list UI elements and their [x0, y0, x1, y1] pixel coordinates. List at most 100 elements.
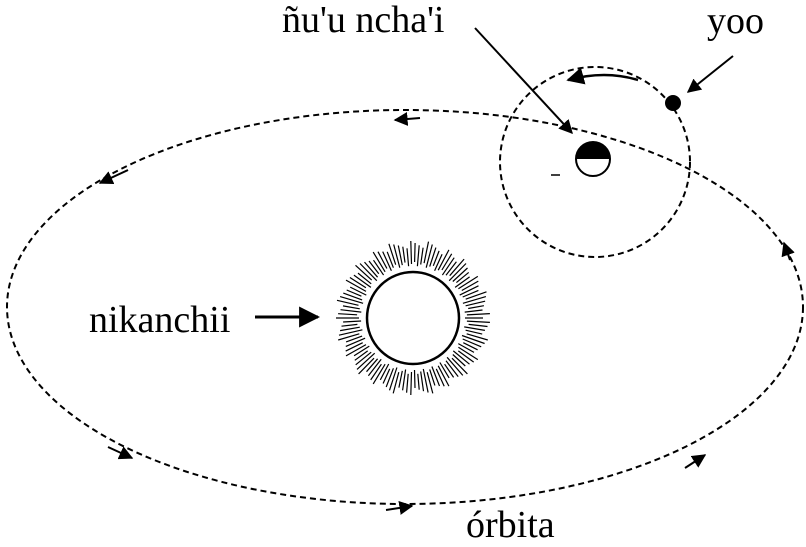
sun-ray [406, 373, 409, 393]
sun-ray [452, 350, 470, 365]
sun-ray [456, 271, 470, 284]
sun-ray [402, 369, 407, 391]
sun-ray [382, 251, 392, 271]
sun-ray [345, 344, 367, 357]
sun-ray [452, 267, 468, 282]
sun-ray [439, 362, 450, 379]
sun-ray [356, 352, 376, 370]
orbit-label: órbita [466, 504, 555, 546]
sun-ray [353, 345, 370, 357]
sun-ray [355, 351, 372, 366]
sun-icon [336, 240, 490, 396]
sun-ray [441, 253, 453, 271]
sun-ray [422, 368, 429, 393]
sun-ray [410, 240, 413, 265]
sun-ray [417, 373, 420, 390]
sun-ray [454, 276, 470, 288]
sun-ray [437, 365, 450, 387]
direction-arrow [393, 112, 421, 126]
moon-label: yoo [707, 0, 764, 42]
sun-ray [373, 259, 385, 276]
sun-ray [462, 338, 482, 348]
sun-ray [466, 333, 488, 341]
sun-ray [338, 333, 360, 341]
sun-ray [341, 323, 358, 327]
sun-ray [464, 326, 486, 331]
sun-ray [366, 358, 379, 373]
moon-pointer-arrow [686, 55, 734, 93]
sun-ray [414, 242, 416, 263]
sun-ray [345, 342, 363, 352]
sun-ray [398, 370, 403, 388]
sun-ray [429, 369, 436, 386]
sun-ray [345, 279, 367, 292]
earth-icon [551, 141, 611, 177]
sun-ray [349, 276, 367, 289]
sun-ray [434, 254, 443, 271]
sun-ray [388, 367, 398, 391]
sun-ray [432, 250, 440, 267]
sun-ray [462, 296, 487, 304]
sun-ray [406, 248, 410, 267]
sun-ray [346, 289, 362, 297]
moon-orbit-path [499, 66, 691, 258]
sun-ray [338, 313, 358, 316]
sun-ray [343, 292, 363, 301]
sun-ray [339, 326, 360, 332]
sun-ray [444, 363, 455, 378]
sun-ray [461, 280, 479, 292]
moon-icon [665, 95, 681, 111]
sun-ray [458, 343, 475, 353]
sun-ray [388, 243, 397, 265]
direction-arrow [684, 454, 707, 469]
sun-ray [441, 257, 455, 276]
sun-ray [423, 241, 430, 264]
sun-ray [448, 263, 467, 282]
sun-ray [372, 363, 386, 385]
sun-label: nikanchii [89, 299, 230, 341]
sun-ray [358, 357, 375, 375]
sun-ray [386, 251, 394, 268]
sun-ray [446, 356, 464, 376]
sun-ray [413, 369, 416, 389]
sun-ray [459, 285, 479, 296]
sun-ray [359, 263, 378, 282]
sun-ray [452, 354, 466, 367]
sun-ray [416, 245, 420, 267]
sun-ray [379, 363, 390, 381]
orbit-direction-arrows [98, 112, 795, 515]
sun-ray [385, 368, 394, 388]
sun-disc [365, 270, 461, 366]
sun-ray [336, 299, 359, 306]
sun-ray [382, 368, 391, 384]
sun-ray [343, 320, 362, 323]
sun-ray [397, 245, 403, 266]
sun-ray [345, 337, 366, 347]
sun-ray [429, 247, 437, 267]
sun-ray [466, 320, 490, 323]
sun-ray [464, 309, 483, 313]
sun-ray [367, 358, 382, 377]
sun-ray [410, 371, 413, 396]
sun-ray [340, 309, 362, 313]
sun-ray [345, 335, 363, 343]
sun-ray [466, 313, 490, 316]
sun-ray [458, 346, 479, 361]
sun-ray [349, 286, 367, 296]
sun-ray [451, 357, 468, 375]
earth-label: ñu'u ncha'i [282, 0, 444, 41]
sun-ray [426, 372, 434, 394]
direction-arrow [781, 241, 795, 261]
sun-ray [457, 350, 475, 363]
sun-ray [465, 291, 487, 300]
earth-pointer-arrow [474, 27, 573, 135]
sun-ray [462, 289, 479, 298]
direction-arrow [98, 169, 129, 185]
sun-ray [355, 264, 373, 281]
sun-ray [392, 372, 400, 394]
sun-ray [339, 296, 364, 304]
sun-ray [465, 329, 483, 335]
sun-ray [461, 334, 485, 345]
sun-ray [420, 371, 425, 392]
